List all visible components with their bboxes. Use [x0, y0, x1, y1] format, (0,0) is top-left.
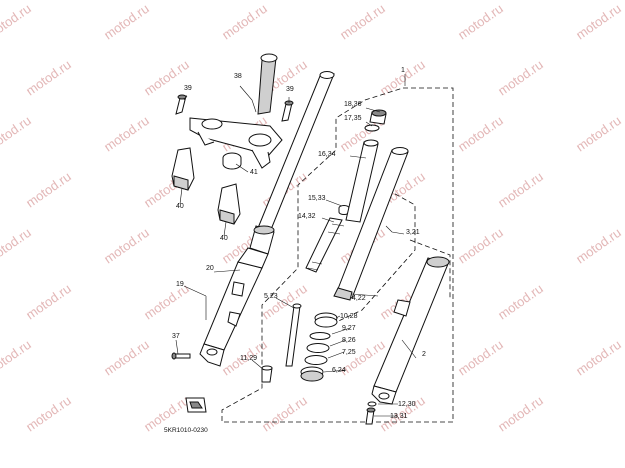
- callout-label: 9,27: [342, 325, 356, 332]
- watermark-text: motod.ru: [495, 169, 546, 211]
- watermark-text: motod.ru: [455, 225, 506, 267]
- watermark-text: motod.ru: [0, 1, 34, 43]
- callout-label: 40: [176, 203, 184, 210]
- watermark-text: motod.ru: [573, 113, 624, 155]
- watermark-text: motod.ru: [0, 225, 34, 267]
- bolt-39-left: [175, 94, 187, 115]
- callout-labels: 1 2 3,21 4,22 5,23 6,24 7,25 8,26 9,27 10,28 11,29…: [172, 67, 426, 420]
- callout-label: 18,36: [344, 101, 362, 108]
- watermark-text: motod.ru: [495, 281, 546, 323]
- watermark-text: motod.ru: [101, 113, 152, 155]
- callout-label: 10,28: [340, 313, 358, 320]
- callout-label: 37: [172, 333, 180, 340]
- callout-label: 7,25: [342, 349, 356, 356]
- upper-bracket: [189, 53, 283, 169]
- watermark-text: motod.ru: [573, 225, 624, 267]
- callout-label: 8,26: [342, 337, 356, 344]
- callout-label: 20: [206, 265, 214, 272]
- watermark-text: motod.ru: [495, 57, 546, 99]
- callout-label: 16,34: [318, 151, 336, 158]
- oil-seal-stack: [300, 312, 338, 382]
- bolt-37: [171, 352, 191, 360]
- collar-tube: [345, 139, 379, 223]
- watermark-text: motod.ru: [101, 225, 152, 267]
- guard-40-upper: [171, 147, 195, 191]
- watermark-text: motod.ru: [0, 337, 34, 379]
- callout-label: 5,23: [264, 293, 278, 300]
- callout-label: 17,35: [344, 115, 362, 122]
- watermark-text: motod.ru: [455, 337, 506, 379]
- drain-bolt: [365, 407, 376, 425]
- watermark-text: motod.ru: [259, 393, 310, 435]
- watermark-text: motod.ru: [141, 281, 192, 323]
- callout-label: 40: [220, 235, 228, 242]
- callout-label: 39: [184, 85, 192, 92]
- watermark-text: motod.ru: [337, 1, 388, 43]
- watermark-text: motod.ru: [573, 1, 624, 43]
- callout-label: 1: [401, 67, 405, 74]
- callout-label: 15,33: [308, 195, 326, 202]
- watermark-text: motod.ru: [455, 1, 506, 43]
- callout-label: 13,31: [390, 413, 408, 420]
- watermark-text: motod.ru: [101, 337, 152, 379]
- damper-rod: [285, 303, 302, 367]
- assembly-outline: [221, 87, 454, 423]
- callout-label: 11,29: [240, 355, 257, 362]
- callout-label: 3,21: [406, 229, 420, 236]
- outer-tube-outline: [409, 239, 451, 300]
- watermark-text: motod.ru: [0, 113, 34, 155]
- direction-arrow-icon: [185, 397, 207, 413]
- callout-label: 19: [176, 281, 184, 288]
- watermark-text: motod.ru: [455, 113, 506, 155]
- fork-spring: [305, 217, 345, 273]
- watermark-text: motod.ru: [377, 57, 428, 99]
- watermark-text: motod.ru: [219, 1, 270, 43]
- callout-label: 2: [422, 351, 426, 358]
- bolt-39-right: [281, 100, 294, 122]
- callout-label: 39: [286, 86, 294, 93]
- callout-label: 4,22: [352, 295, 366, 302]
- diagram-code: 5KR1010-0230: [164, 427, 208, 434]
- callout-label: 41: [250, 169, 258, 176]
- callout-label: 12,30: [398, 401, 416, 408]
- inner-tube-outline: [329, 189, 416, 326]
- spring-spacer: [338, 205, 350, 215]
- left-fork-tube: [249, 71, 335, 255]
- watermark-text: motod.ru: [23, 281, 74, 323]
- callout-label: 14,32: [298, 213, 316, 220]
- watermark-text: motod.ru: [23, 169, 74, 211]
- outer-tube: [371, 256, 450, 405]
- watermark-text: motod.ru: [259, 281, 310, 323]
- drain-gasket: [367, 401, 377, 407]
- guard-40-lower: [217, 183, 241, 225]
- watermark-text: motod.ru: [23, 57, 74, 99]
- callout-label: 38: [234, 73, 242, 80]
- leader-lines: [175, 74, 417, 417]
- left-fork-outer: [199, 247, 269, 367]
- cap-o-ring: [364, 124, 380, 132]
- cap-bolt: [369, 109, 387, 125]
- watermark-text: motod.ru: [495, 393, 546, 435]
- watermark-text: motod.ru: [101, 1, 152, 43]
- rebound-spring-seat: [261, 365, 273, 383]
- spacer-41: [222, 152, 242, 170]
- callout-label: 6,24: [332, 367, 346, 374]
- inner-tube: [333, 147, 409, 301]
- watermark-text: motod.ru: [573, 337, 624, 379]
- watermark-text: motod.ru: [23, 393, 74, 435]
- watermark-text: motod.ru: [141, 57, 192, 99]
